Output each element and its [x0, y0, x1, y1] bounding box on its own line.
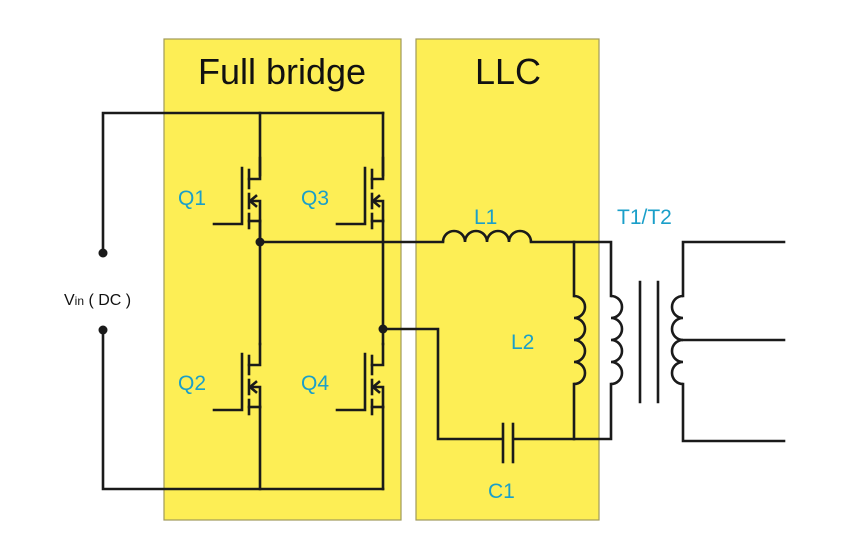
full-bridge-block [163, 38, 402, 521]
c1-to-transformer-wire [513, 382, 613, 441]
output-bottom-wire [681, 382, 786, 443]
inductor-l1: L1 [441, 206, 533, 243]
transformer-label: T1/T2 [617, 206, 672, 229]
secondary-winding [670, 294, 684, 386]
l1-coil [441, 229, 533, 243]
q2-label: Q2 [178, 372, 206, 395]
full-bridge-title: Full bridge [198, 51, 366, 92]
llc-block [415, 38, 600, 521]
primary-winding [610, 294, 624, 386]
output-top-wire [681, 240, 786, 298]
vin-label: Vin ( DC ) [64, 292, 131, 309]
q3-label: Q3 [301, 187, 329, 210]
transformer-t1-t2: T1/T2 [610, 206, 684, 404]
mosfet-q4: Q4 [301, 342, 385, 416]
positive-terminal [98, 248, 108, 258]
l1-label: L1 [474, 206, 497, 229]
l1-to-transformer-wire [529, 240, 613, 298]
mosfet-q2: Q2 [178, 342, 262, 416]
midpoint-b-wire [381, 327, 503, 441]
llc-title: LLC [475, 51, 541, 92]
l2-coil [573, 294, 587, 386]
q4-label: Q4 [301, 372, 329, 395]
c1-label: C1 [488, 480, 515, 503]
mosfet-q3: Q3 [301, 156, 385, 230]
capacitor-c1: C1 [488, 422, 515, 503]
negative-terminal [98, 325, 108, 335]
input-source: Vin ( DC ) [64, 111, 385, 491]
inductor-l2: L2 [511, 294, 587, 386]
l2-label: L2 [511, 331, 534, 354]
q1-label: Q1 [178, 187, 206, 210]
bottom-rail-wire [101, 328, 385, 491]
top-rail-wire [101, 111, 385, 255]
